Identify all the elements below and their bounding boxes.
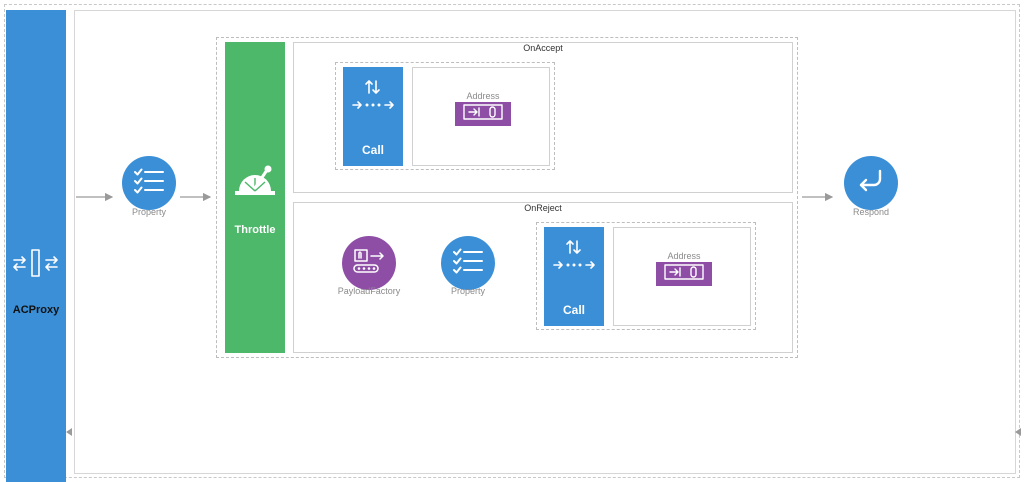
throttle-lever-icon xyxy=(233,164,277,198)
reject-property-label: Property xyxy=(450,286,485,296)
payload-factory-mediator[interactable] xyxy=(342,236,396,290)
throttle-container xyxy=(216,37,798,358)
throttle-label: Throttle xyxy=(234,224,276,236)
throttle-mediator[interactable]: Throttle xyxy=(225,42,285,353)
payload-factory-icon xyxy=(352,248,386,279)
accept-call-mediator[interactable]: Call xyxy=(343,67,403,166)
respond-label: Respond xyxy=(852,207,890,217)
accept-call-label: Call xyxy=(361,143,384,157)
proxy-exchange-icon xyxy=(12,248,60,278)
reject-call-mediator[interactable]: Call xyxy=(544,227,604,326)
property-mediator[interactable] xyxy=(122,156,176,210)
accept-call-container xyxy=(335,62,555,170)
accept-address-endpoint[interactable] xyxy=(455,102,511,126)
address-endpoint-icon xyxy=(463,103,503,125)
acproxy-label: ACProxy xyxy=(12,304,60,316)
reject-call-container xyxy=(536,222,756,330)
arrow-return-right xyxy=(1015,428,1021,436)
address-endpoint-icon xyxy=(664,263,704,285)
sequence-canvas xyxy=(4,4,1020,478)
reject-call-label: Call xyxy=(562,303,585,317)
on-reject-title: OnReject xyxy=(524,203,562,213)
reject-property-mediator[interactable] xyxy=(441,236,495,290)
checklist-icon xyxy=(453,248,483,279)
arrow-return-left xyxy=(66,428,72,436)
payload-factory-label: PayloadFactory xyxy=(337,286,401,296)
checklist-icon xyxy=(134,168,164,199)
return-arrow-icon xyxy=(856,168,886,199)
acproxy-bar[interactable]: ACProxy xyxy=(6,10,66,482)
respond-mediator[interactable] xyxy=(844,156,898,210)
accept-address-label: Address xyxy=(466,91,500,101)
on-accept-title: OnAccept xyxy=(523,43,563,53)
call-arrows-icon xyxy=(351,79,395,113)
property-label: Property xyxy=(131,207,166,217)
call-arrows-icon xyxy=(552,239,596,273)
reject-address-endpoint[interactable] xyxy=(656,262,712,286)
reject-address-label: Address xyxy=(667,251,701,261)
